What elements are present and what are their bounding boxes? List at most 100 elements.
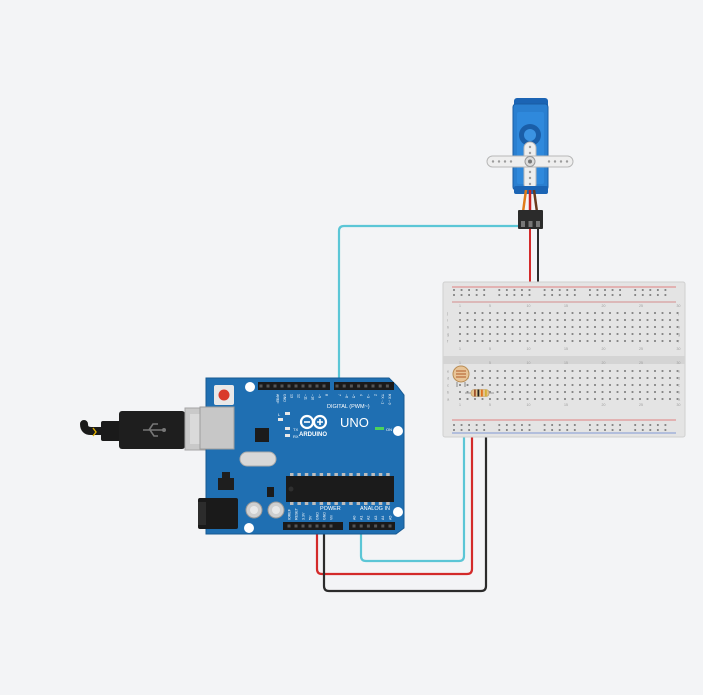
rail-hole[interactable]: [528, 294, 531, 296]
header-pin[interactable]: [366, 524, 370, 528]
rail-hole[interactable]: [611, 424, 614, 426]
header-pin[interactable]: [374, 524, 378, 528]
header-pin[interactable]: [287, 524, 291, 528]
terminal-hole[interactable]: [549, 398, 551, 400]
terminal-hole[interactable]: [601, 398, 604, 400]
terminal-hole[interactable]: [579, 391, 581, 393]
terminal-hole[interactable]: [616, 333, 619, 335]
terminal-hole[interactable]: [511, 340, 514, 342]
terminal-hole[interactable]: [556, 377, 559, 379]
terminal-hole[interactable]: [474, 384, 476, 386]
terminal-hole[interactable]: [534, 377, 536, 379]
terminal-hole[interactable]: [519, 384, 521, 386]
terminal-hole[interactable]: [504, 384, 506, 386]
rail-hole[interactable]: [566, 294, 569, 296]
terminal-hole[interactable]: [511, 326, 514, 328]
terminal-hole[interactable]: [496, 370, 499, 372]
rail-hole[interactable]: [498, 294, 501, 296]
terminal-hole[interactable]: [541, 326, 544, 328]
terminal-hole[interactable]: [564, 340, 566, 342]
rail-hole[interactable]: [505, 289, 508, 291]
terminal-hole[interactable]: [631, 326, 634, 328]
terminal-hole[interactable]: [496, 384, 499, 386]
header-pin[interactable]: [273, 384, 277, 388]
terminal-hole[interactable]: [474, 312, 476, 314]
rail-hole[interactable]: [505, 429, 508, 431]
terminal-hole[interactable]: [624, 333, 626, 335]
terminal-hole[interactable]: [601, 333, 604, 335]
terminal-hole[interactable]: [474, 326, 476, 328]
terminal-hole[interactable]: [571, 333, 574, 335]
terminal-hole[interactable]: [489, 312, 491, 314]
rail-hole[interactable]: [551, 294, 554, 296]
terminal-hole[interactable]: [519, 377, 521, 379]
terminal-hole[interactable]: [639, 384, 641, 386]
rail-hole[interactable]: [604, 289, 606, 291]
terminal-hole[interactable]: [564, 398, 566, 400]
terminal-hole[interactable]: [571, 340, 574, 342]
terminal-hole[interactable]: [616, 340, 619, 342]
terminal-hole[interactable]: [624, 319, 626, 321]
rail-hole[interactable]: [558, 429, 561, 431]
terminal-hole[interactable]: [586, 377, 589, 379]
terminal-hole[interactable]: [646, 377, 649, 379]
rail-hole[interactable]: [649, 429, 652, 431]
terminal-hole[interactable]: [489, 384, 491, 386]
terminal-hole[interactable]: [541, 319, 544, 321]
rail-hole[interactable]: [460, 429, 463, 431]
terminal-hole[interactable]: [556, 384, 559, 386]
terminal-hole[interactable]: [534, 312, 536, 314]
terminal-hole[interactable]: [504, 377, 506, 379]
rail-hole[interactable]: [543, 424, 546, 426]
terminal-hole[interactable]: [549, 391, 551, 393]
terminal-hole[interactable]: [504, 340, 506, 342]
terminal-hole[interactable]: [616, 326, 619, 328]
terminal-hole[interactable]: [586, 319, 589, 321]
header-pin[interactable]: [364, 384, 368, 388]
rail-hole[interactable]: [641, 289, 644, 291]
terminal-hole[interactable]: [564, 384, 566, 386]
terminal-hole[interactable]: [541, 391, 544, 393]
terminal-hole[interactable]: [534, 340, 536, 342]
terminal-hole[interactable]: [541, 312, 544, 314]
terminal-hole[interactable]: [474, 340, 476, 342]
terminal-hole[interactable]: [676, 370, 679, 372]
rail-hole[interactable]: [468, 424, 470, 426]
terminal-hole[interactable]: [534, 391, 536, 393]
terminal-hole[interactable]: [594, 391, 596, 393]
rail-hole[interactable]: [649, 424, 652, 426]
terminal-hole[interactable]: [481, 326, 484, 328]
terminal-hole[interactable]: [579, 370, 581, 372]
terminal-hole[interactable]: [646, 319, 649, 321]
terminal-hole[interactable]: [526, 391, 529, 393]
servo[interactable]: [486, 98, 574, 229]
terminal-hole[interactable]: [594, 326, 596, 328]
rail-hole[interactable]: [634, 424, 637, 426]
terminal-hole[interactable]: [579, 312, 581, 314]
terminal-hole[interactable]: [481, 333, 484, 335]
terminal-hole[interactable]: [504, 312, 506, 314]
terminal-hole[interactable]: [571, 312, 574, 314]
rail-hole[interactable]: [521, 289, 523, 291]
terminal-hole[interactable]: [646, 333, 649, 335]
terminal-hole[interactable]: [586, 340, 589, 342]
terminal-hole[interactable]: [586, 312, 589, 314]
rail-hole[interactable]: [558, 294, 561, 296]
rail-hole[interactable]: [528, 289, 531, 291]
header-pin[interactable]: [322, 524, 326, 528]
rail-hole[interactable]: [641, 429, 644, 431]
terminal-hole[interactable]: [616, 398, 619, 400]
terminal-hole[interactable]: [571, 384, 574, 386]
rail-hole[interactable]: [656, 294, 659, 296]
terminal-hole[interactable]: [466, 384, 469, 386]
terminal-hole[interactable]: [631, 377, 634, 379]
terminal-hole[interactable]: [609, 340, 611, 342]
terminal-hole[interactable]: [624, 370, 626, 372]
terminal-hole[interactable]: [609, 370, 611, 372]
terminal-hole[interactable]: [646, 391, 649, 393]
rail-hole[interactable]: [528, 424, 531, 426]
terminal-hole[interactable]: [526, 377, 529, 379]
terminal-hole[interactable]: [556, 319, 559, 321]
terminal-hole[interactable]: [639, 326, 641, 328]
terminal-hole[interactable]: [474, 333, 476, 335]
